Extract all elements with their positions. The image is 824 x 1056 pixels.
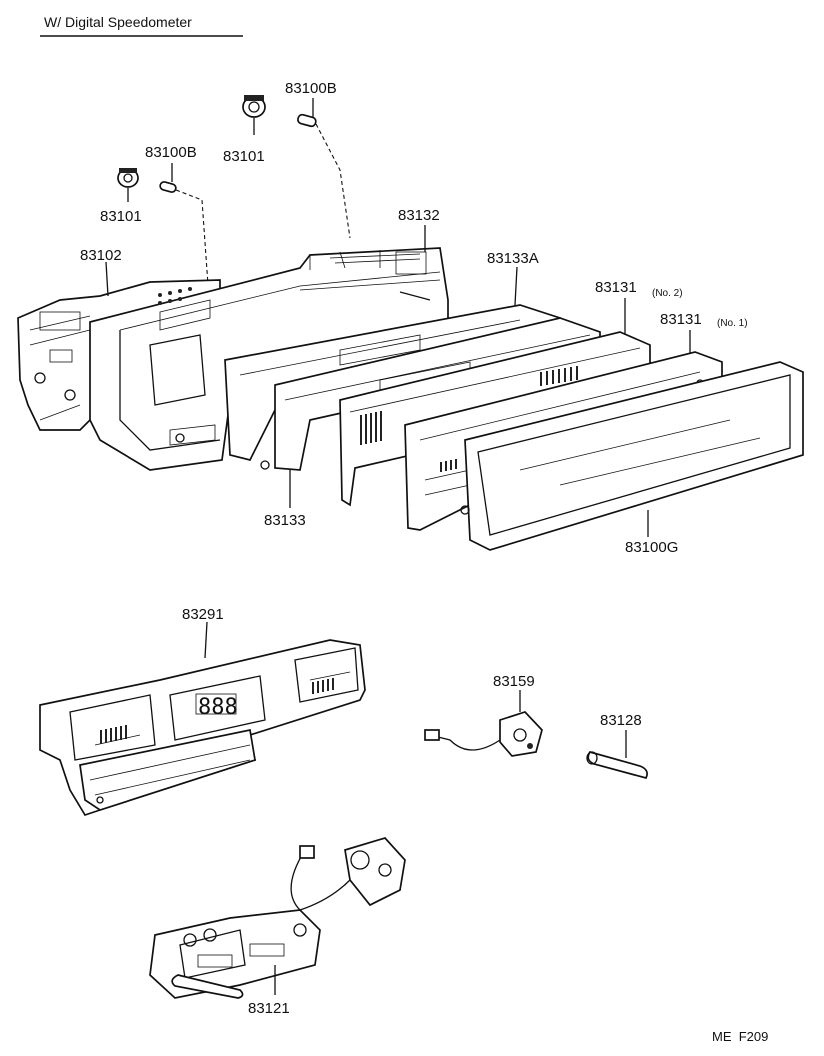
bulb-lower	[159, 181, 177, 193]
figure-code: ME F209	[712, 1029, 768, 1044]
label-83101-lower: 83101	[100, 208, 142, 225]
label-83131-no2-note: (No. 2)	[652, 288, 683, 299]
label-83159: 83159	[493, 673, 535, 690]
label-83131-no2: 83131	[595, 279, 637, 296]
bulb-lower-leader	[175, 189, 209, 286]
part-83100G-bezel	[460, 361, 804, 551]
label-83131-no1-note: (No. 1)	[717, 318, 748, 329]
label-83131-no1: 83131	[660, 311, 702, 328]
part-83159-sensor	[424, 711, 543, 757]
label-83132: 83132	[398, 207, 440, 224]
label-83102: 83102	[80, 247, 122, 264]
digital-display-digits: 888	[198, 695, 238, 720]
bulb-socket-upper	[242, 95, 266, 118]
bulb-upper-leader	[315, 123, 351, 239]
label-83133: 83133	[264, 512, 306, 529]
diagram-title: W/ Digital Speedometer	[44, 14, 192, 30]
leader-lines	[105, 98, 691, 995]
bulb-socket-lower	[117, 168, 139, 188]
label-83101-upper: 83101	[223, 148, 265, 165]
part-83121-odometer	[149, 837, 406, 999]
label-83128: 83128	[600, 712, 642, 729]
label-83100B-upper: 83100B	[285, 80, 337, 97]
label-83100B-lower: 83100B	[145, 144, 197, 161]
part-83128-bulb	[586, 751, 648, 780]
bulb-upper	[297, 113, 317, 128]
label-83133A: 83133A	[487, 250, 539, 267]
label-83291: 83291	[182, 606, 224, 623]
part-83291-digital-meter: 888	[39, 639, 366, 817]
label-83121: 83121	[248, 1000, 290, 1017]
label-83100G: 83100G	[625, 539, 678, 556]
